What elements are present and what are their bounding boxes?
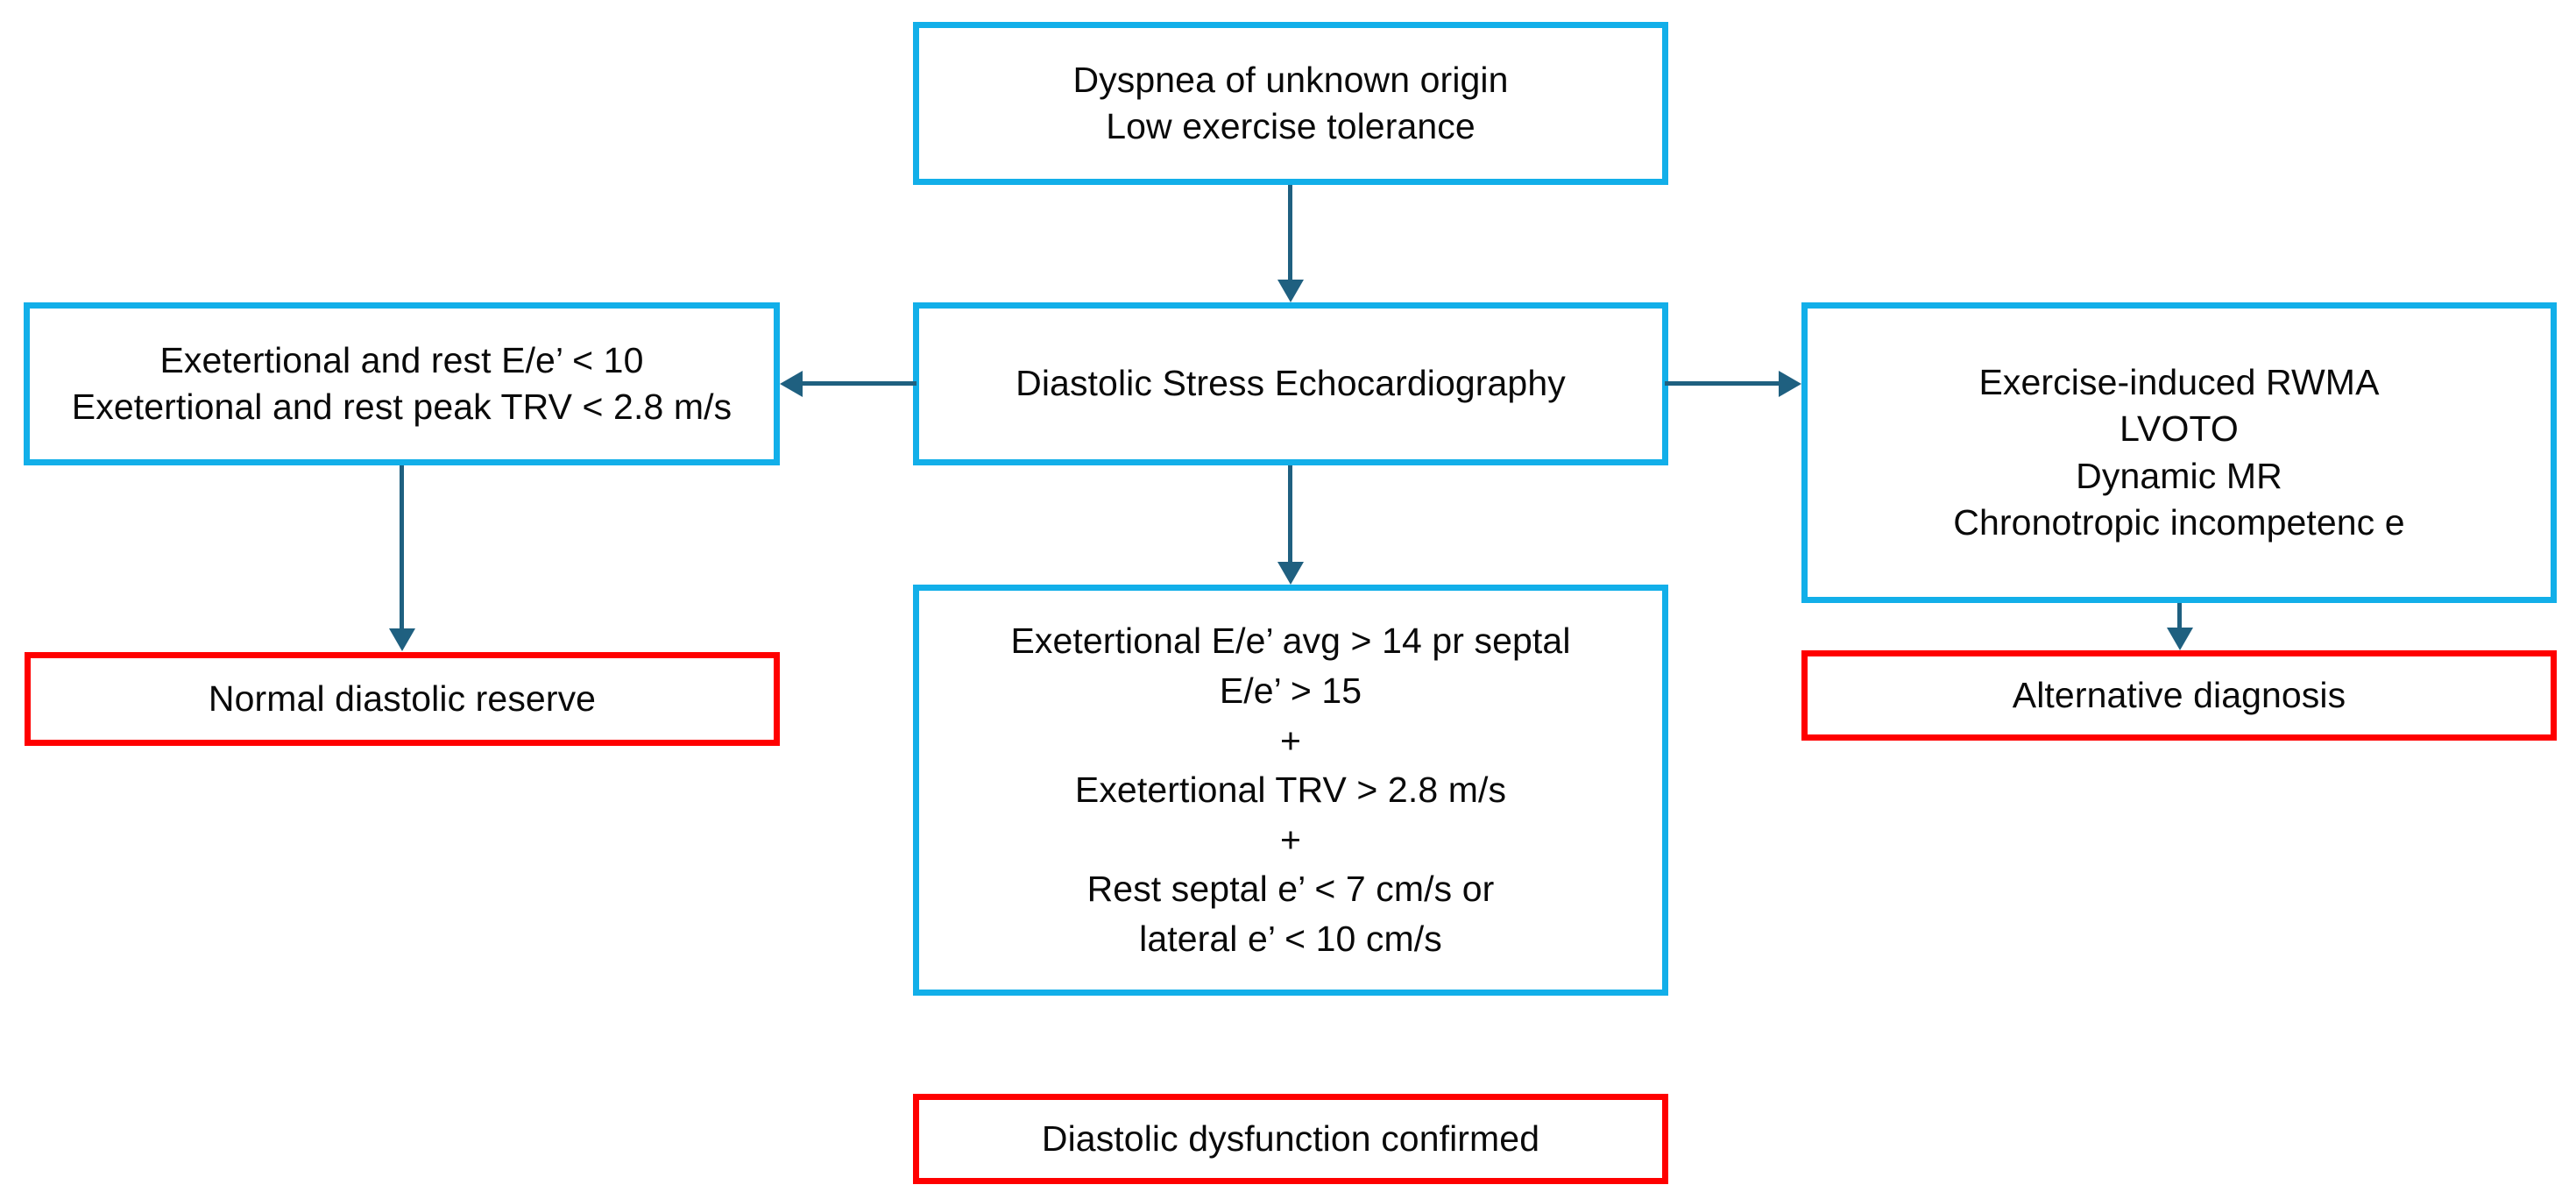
node-test: Diastolic Stress Echocardiography — [913, 302, 1668, 465]
node-negative-criteria-label: Exetertional and rest E/e’ < 10 Exeterti… — [71, 339, 732, 427]
edge-test-to-positive-line — [1288, 465, 1292, 562]
edge-test-to-positive-arrowhead — [1277, 562, 1304, 585]
node-normal-outcome-label: Normal diastolic reserve — [208, 678, 597, 719]
node-presentation: Dyspnea of unknown origin Low exercise t… — [913, 22, 1668, 185]
node-presentation-label: Dyspnea of unknown origin Low exercise t… — [1072, 59, 1509, 146]
node-alternative-findings-label: Exercise-induced RWMA LVOTO Dynamic MR C… — [1953, 361, 2405, 543]
edge-alternative-to-outcome-arrowhead — [2167, 628, 2193, 650]
edge-presentation-to-test-arrowhead — [1277, 280, 1304, 302]
edge-presentation-to-test-line — [1288, 185, 1292, 280]
edge-test-to-alternative-arrowhead — [1779, 371, 1801, 397]
node-negative-criteria: Exetertional and rest E/e’ < 10 Exeterti… — [24, 302, 780, 465]
node-alternative-outcome-label: Alternative diagnosis — [2012, 674, 2346, 715]
edge-negative-to-normal-arrowhead — [389, 628, 415, 651]
node-positive-criteria: Exetertional E/e’ avg > 14 pr septal E/e… — [913, 585, 1668, 996]
node-test-label: Diastolic Stress Echocardiography — [1016, 363, 1566, 404]
edge-test-to-negative-arrowhead — [780, 371, 803, 397]
node-normal-outcome: Normal diastolic reserve — [25, 652, 780, 746]
edge-test-to-alternative-line — [1665, 381, 1779, 386]
edge-test-to-negative-line — [803, 381, 916, 386]
node-confirmed-outcome: Diastolic dysfunction confirmed — [913, 1094, 1668, 1184]
edge-negative-to-normal-line — [400, 465, 404, 628]
node-alternative-outcome: Alternative diagnosis — [1801, 650, 2557, 741]
node-confirmed-outcome-label: Diastolic dysfunction confirmed — [1041, 1117, 1540, 1159]
node-positive-criteria-label: Exetertional E/e’ avg > 14 pr septal E/e… — [1010, 621, 1571, 959]
node-alternative-findings: Exercise-induced RWMA LVOTO Dynamic MR C… — [1801, 302, 2557, 603]
edge-alternative-to-outcome-line — [2177, 603, 2182, 628]
